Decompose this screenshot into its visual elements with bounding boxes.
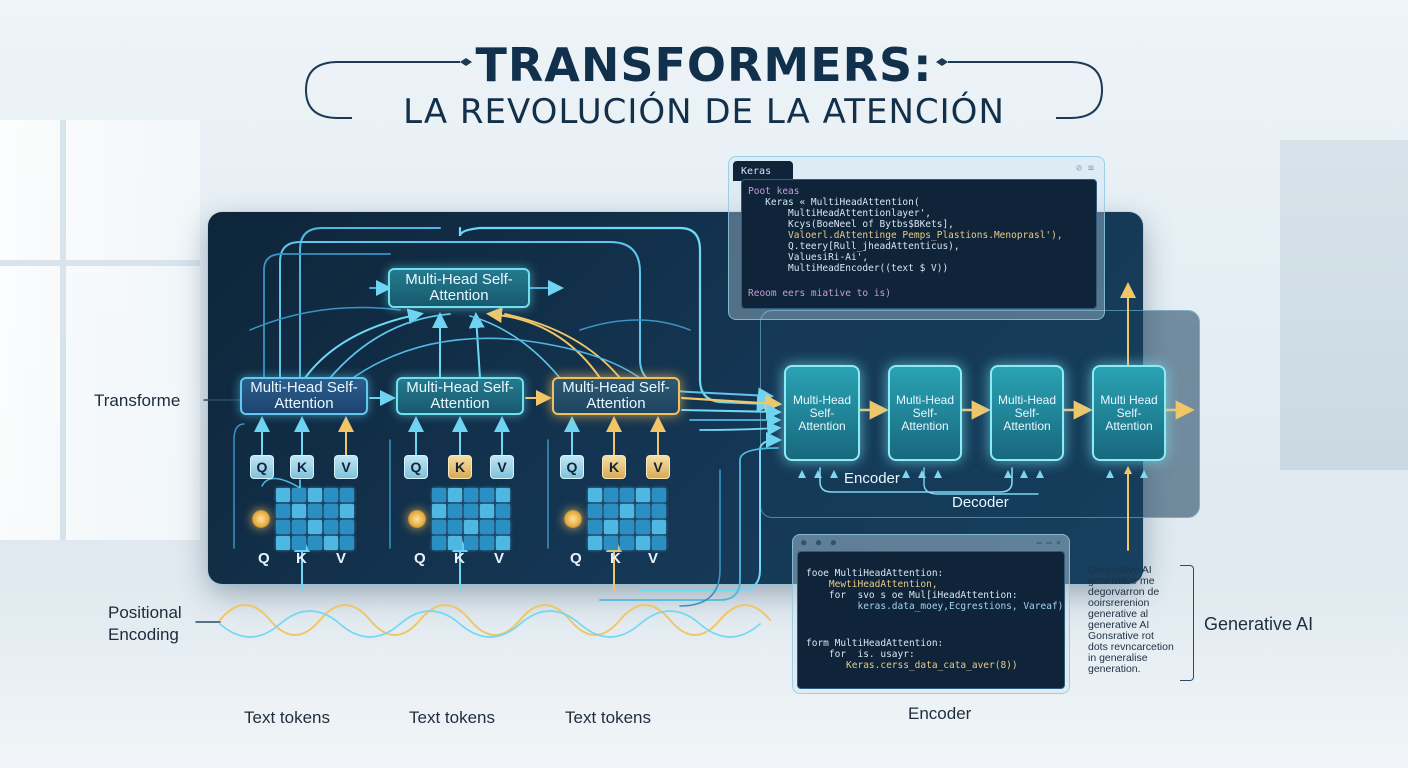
value-label-2: V bbox=[494, 550, 505, 567]
transformer-label: Transforme bbox=[94, 391, 181, 410]
code-line: for is. usayr: bbox=[806, 649, 915, 660]
list-item: generative me bbox=[1088, 575, 1155, 587]
query-label-3: Q bbox=[570, 550, 582, 567]
key-label-1: K bbox=[296, 550, 307, 567]
window-controls-icon[interactable]: ⊘ ≡ bbox=[1075, 163, 1094, 174]
query-box-2: Q bbox=[404, 455, 428, 479]
attention-block-2[interactable]: Multi-Head Self-Attention bbox=[396, 377, 524, 415]
window-dots-icon[interactable]: ● ● ● bbox=[801, 538, 839, 548]
query-box-3: Q bbox=[560, 455, 584, 479]
encoder-block-2[interactable]: Multi-Head Self-Attention bbox=[888, 365, 962, 461]
bulb-icon bbox=[252, 510, 270, 528]
encoder-block-3[interactable]: Multi-Head Self-Attention bbox=[990, 365, 1064, 461]
code-tab[interactable]: Keras bbox=[733, 161, 793, 181]
background-floor bbox=[0, 640, 1408, 768]
query-label-1: Q bbox=[258, 550, 270, 567]
value-label-1: V bbox=[336, 550, 347, 567]
query-box-1: Q bbox=[250, 455, 274, 479]
list-item: degorvarron de bbox=[1088, 586, 1160, 598]
title-frame bbox=[304, 58, 1104, 119]
keras-code-window-top[interactable]: Keras ⊘ ≡ Poot keas Keras « MultiHeadAtt… bbox=[728, 156, 1105, 320]
code-editor-top: Poot keas Keras « MultiHeadAttention( Mu… bbox=[741, 179, 1097, 309]
code-line: keras.data_moey,Ecgrestions, Vareaf) bbox=[806, 601, 1064, 612]
list-item: Gonsrative rot bbox=[1088, 630, 1154, 642]
token-matrix-1 bbox=[276, 488, 354, 550]
query-label-2: Q bbox=[414, 550, 426, 567]
positional-encoding-label-line2: Encoding bbox=[108, 625, 179, 644]
code-line: Valoerl.dAttentinge Pemps_Plastions.Meno… bbox=[748, 230, 1063, 241]
list-item: generative al bbox=[1088, 608, 1149, 620]
window-controls-icon[interactable]: ▭ ▭ ✕ bbox=[1036, 538, 1061, 547]
text-tokens-label-3: Text tokens bbox=[565, 708, 651, 727]
background-window bbox=[0, 120, 200, 540]
code-line: MewtiHeadAttention, bbox=[806, 579, 938, 590]
page-title: TRANSFORMERS: bbox=[475, 38, 933, 92]
value-box-2: V bbox=[490, 455, 514, 479]
keras-code-window-bottom[interactable]: ● ● ● ▭ ▭ ✕ fooe MultiHeadAttention: Mew… bbox=[792, 534, 1070, 694]
list-item: ooirsrerenion bbox=[1088, 597, 1150, 609]
positional-encoding-label-line1: Positional bbox=[108, 603, 182, 622]
bulb-icon bbox=[564, 510, 582, 528]
decoder-label: Decoder bbox=[952, 494, 1009, 511]
code-line: MultiHeadEncoder((text $ V)) bbox=[748, 263, 949, 274]
list-item: dots revncarcetion bbox=[1088, 641, 1174, 653]
value-box-1: V bbox=[334, 455, 358, 479]
code-line: ValuesiRi-Ai', bbox=[748, 252, 869, 263]
key-box-2: K bbox=[448, 455, 472, 479]
key-box-3: K bbox=[602, 455, 626, 479]
value-label-3: V bbox=[648, 550, 659, 567]
code-line: form MultiHeadAttention: bbox=[806, 638, 944, 649]
text-tokens-label-2: Text tokens bbox=[409, 708, 495, 727]
key-label-2: K bbox=[454, 550, 465, 567]
token-matrix-3 bbox=[588, 488, 666, 550]
code-line: Keras.cerss_data_cata_aver(8)) bbox=[806, 660, 1018, 671]
top-attention-block[interactable]: Multi-Head Self-Attention bbox=[388, 268, 530, 308]
background-board bbox=[1280, 140, 1408, 470]
attention-block-1[interactable]: Multi-Head Self-Attention bbox=[240, 377, 368, 415]
encoder-block-1[interactable]: Multi-Head Self-Attention bbox=[784, 365, 860, 461]
code-line: Keras « MultiHeadAttention( bbox=[748, 197, 920, 208]
encoder-block-4[interactable]: Multi Head Self-Attention bbox=[1092, 365, 1166, 461]
code-line: Kcys(BoeNeel of Bytbs$BKets], bbox=[748, 219, 954, 230]
page-subtitle: LA REVOLUCIÓN DE LA ATENCIÓN bbox=[403, 92, 1005, 132]
code-line: fooe MultiHeadAttention: bbox=[806, 568, 944, 579]
code-editor-bottom: fooe MultiHeadAttention: MewtiHeadAttent… bbox=[797, 551, 1065, 689]
bulb-icon bbox=[408, 510, 426, 528]
code-line: for svo s oe Mul[iHeadAttention: bbox=[806, 590, 1018, 601]
list-item: Generative AI bbox=[1088, 564, 1152, 576]
key-box-1: K bbox=[290, 455, 314, 479]
list-item: generative AI bbox=[1088, 619, 1150, 631]
code-line: Reoom eers miative to is) bbox=[748, 288, 891, 299]
token-matrix-2 bbox=[432, 488, 510, 550]
text-tokens-label-1: Text tokens bbox=[244, 708, 330, 727]
list-item: in generalise bbox=[1088, 652, 1148, 664]
code-line: Q.teery[Rull_jheadAttenticus), bbox=[748, 241, 960, 252]
key-label-3: K bbox=[610, 550, 621, 567]
encoder-bottom-label: Encoder bbox=[908, 704, 972, 723]
generative-ai-bracket bbox=[1180, 565, 1194, 681]
title-banner: TRANSFORMERS: LA REVOLUCIÓN DE LA ATENCI… bbox=[300, 28, 1108, 132]
attention-block-3[interactable]: Multi-Head Self-Attention bbox=[552, 377, 680, 415]
generative-ai-list: Generative AI generative me degorvarron … bbox=[1088, 565, 1198, 675]
encoder-inner-label: Encoder bbox=[844, 470, 900, 487]
generative-ai-label: Generative AI bbox=[1204, 614, 1314, 634]
list-item: generation. bbox=[1088, 663, 1141, 675]
code-line: MultiHeadAttentionlayer', bbox=[748, 208, 932, 219]
value-box-3: V bbox=[646, 455, 670, 479]
code-line: Poot keas bbox=[748, 186, 800, 197]
